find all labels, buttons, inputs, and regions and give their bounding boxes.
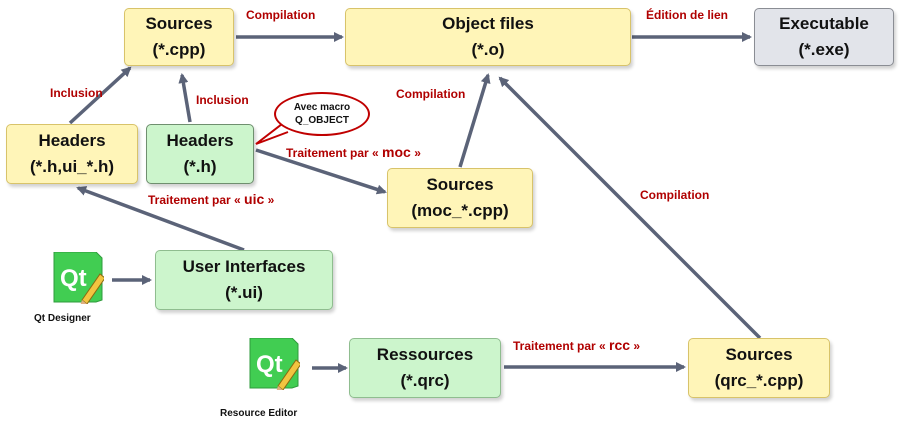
executable-box: Executable (*.exe) <box>754 8 894 66</box>
arrow-headersui-to-sources <box>68 66 132 125</box>
pencil-icon <box>276 359 300 390</box>
qt-designer-label: Qt Designer <box>34 313 91 324</box>
label-compilation-top: Compilation <box>246 8 316 22</box>
label-moc-prefix: Traitement par « <box>286 146 379 160</box>
object-files-box: Object files (*.o) <box>345 8 631 66</box>
headers-h-title: Headers <box>166 131 234 150</box>
qt-designer-logo-icon: Qt <box>53 252 104 304</box>
label-moc-suffix: » <box>414 146 421 160</box>
sources-qrc-ext: (qrc_*.cpp) <box>714 371 804 390</box>
sources-moc-title: Sources <box>426 175 494 194</box>
callout-tail <box>255 123 289 145</box>
executable-title: Executable <box>779 14 869 33</box>
sources-cpp-title: Sources <box>145 14 213 33</box>
sources-cpp-ext: (*.cpp) <box>152 40 206 59</box>
sources-moc-box: Sources (moc_*.cpp) <box>387 168 533 228</box>
user-interfaces-ext: (*.ui) <box>225 283 263 302</box>
arrow-qrc-to-object <box>498 76 762 340</box>
user-interfaces-box: User Interfaces (*.ui) <box>155 250 333 310</box>
label-inclusion-mid: Inclusion <box>196 93 249 107</box>
label-traitement-moc: Traitement par « moc » <box>286 144 421 160</box>
ressources-ext: (*.qrc) <box>400 371 450 390</box>
label-edition-de-lien: Édition de lien <box>646 8 729 22</box>
sources-qrc-box: Sources (qrc_*.cpp) <box>688 338 830 398</box>
object-files-title: Object files <box>442 14 534 33</box>
label-traitement-uic: Traitement par « uic » <box>148 191 274 207</box>
label-traitement-rcc: Traitement par « rcc » <box>513 337 640 353</box>
resource-editor-logo-text: Qt <box>256 351 283 378</box>
callout-q-object: Avec macro Q_OBJECT <box>274 92 370 136</box>
label-compilation-qrc: Compilation <box>640 188 710 202</box>
executable-ext: (*.exe) <box>798 40 850 59</box>
ressources-title: Ressources <box>376 345 474 364</box>
headers-h-ext: (*.h) <box>183 157 217 176</box>
headers-h-box: Headers (*.h) <box>146 124 254 184</box>
label-rcc-prefix: Traitement par « <box>513 339 606 353</box>
resource-editor-label: Resource Editor <box>220 408 298 419</box>
pencil-icon <box>80 273 104 304</box>
headers-ui-title: Headers <box>38 131 106 150</box>
arrow-headersh-to-sources <box>178 73 192 123</box>
object-files-ext: (*.o) <box>471 40 505 59</box>
label-uic-suffix: » <box>267 193 275 207</box>
sources-qrc-title: Sources <box>725 345 793 364</box>
callout-line2: Q_OBJECT <box>295 115 349 126</box>
ressources-box: Ressources (*.qrc) <box>349 338 501 398</box>
label-rcc-suffix: » <box>633 339 641 353</box>
sources-cpp-box: Sources (*.cpp) <box>124 8 234 66</box>
label-uic-prefix: Traitement par « <box>148 193 241 207</box>
label-rcc-tool: rcc <box>609 337 631 353</box>
arrow-moc-to-object <box>458 73 491 168</box>
headers-ui-ext: (*.h,ui_*.h) <box>29 157 115 176</box>
resource-editor-logo-icon: Qt <box>249 338 300 390</box>
sources-moc-ext: (moc_*.cpp) <box>411 201 509 220</box>
headers-ui-box: Headers (*.h,ui_*.h) <box>6 124 138 184</box>
user-interfaces-title: User Interfaces <box>182 257 306 276</box>
label-uic-tool: uic <box>244 191 265 207</box>
qt-designer-logo-text: Qt <box>60 265 87 292</box>
label-moc-tool: moc <box>382 144 411 160</box>
arrow-ui-to-headersui <box>76 186 245 252</box>
arrow-headersh-to-moc <box>255 148 387 195</box>
label-compilation-moc: Compilation <box>396 87 466 101</box>
callout-line1: Avec macro <box>293 102 351 113</box>
label-inclusion-left: Inclusion <box>50 86 103 100</box>
